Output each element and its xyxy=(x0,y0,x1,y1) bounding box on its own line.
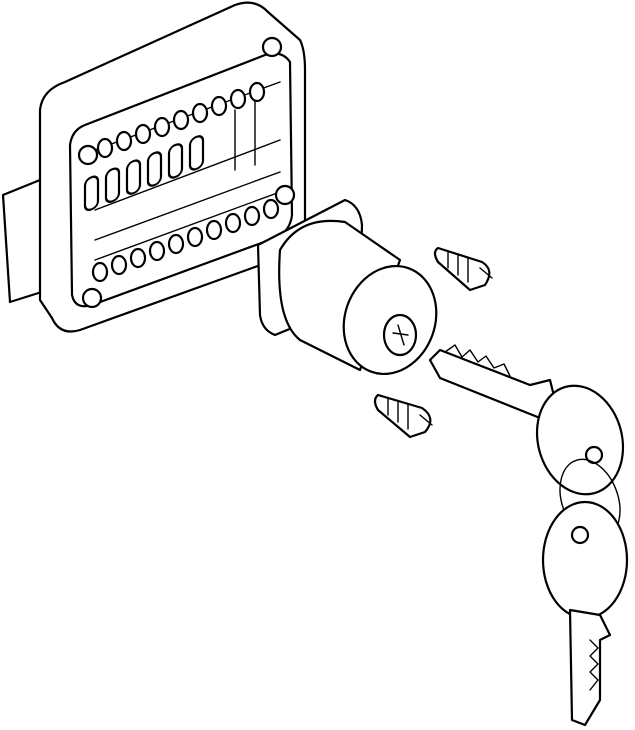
bottom-pin xyxy=(167,233,185,255)
lock-housing xyxy=(1,1,307,333)
top-pin xyxy=(248,81,266,103)
top-pin-row xyxy=(96,81,266,159)
housing-screw-hole xyxy=(274,184,296,206)
bottom-pin xyxy=(148,240,166,262)
top-pin xyxy=(210,95,228,117)
housing-screw-hole xyxy=(261,36,283,58)
lever-slot xyxy=(104,167,121,203)
top-pin xyxy=(153,116,171,138)
lever-slots xyxy=(83,135,205,212)
housing-screw-hole xyxy=(81,287,103,309)
bottom-pin xyxy=(262,198,280,220)
lock-cylinder xyxy=(256,198,438,376)
key-lower xyxy=(541,500,629,727)
bottom-pin xyxy=(186,226,204,248)
key-hole xyxy=(570,525,590,545)
screw-top xyxy=(433,246,493,292)
screw-bottom xyxy=(373,393,433,439)
housing-screw-hole xyxy=(77,144,99,166)
bottom-pin xyxy=(243,205,261,227)
key-upper xyxy=(428,344,625,496)
top-pin xyxy=(115,130,133,152)
lever-slot xyxy=(167,143,184,179)
bottom-pin-row xyxy=(91,198,280,283)
keyhole xyxy=(382,313,418,357)
bottom-pin xyxy=(110,254,128,276)
top-pin xyxy=(229,88,247,110)
bottom-pin xyxy=(129,247,147,269)
lever-slot xyxy=(83,175,100,212)
top-pin xyxy=(191,102,209,124)
bottom-pin xyxy=(224,212,242,234)
top-pin xyxy=(134,123,152,145)
lever-slot xyxy=(188,135,205,171)
bottom-pin xyxy=(205,219,223,241)
lever-slot xyxy=(146,151,163,187)
top-pin xyxy=(172,109,190,131)
top-pin xyxy=(96,137,114,159)
lever-slot xyxy=(125,159,142,195)
bottom-pin xyxy=(91,261,109,283)
